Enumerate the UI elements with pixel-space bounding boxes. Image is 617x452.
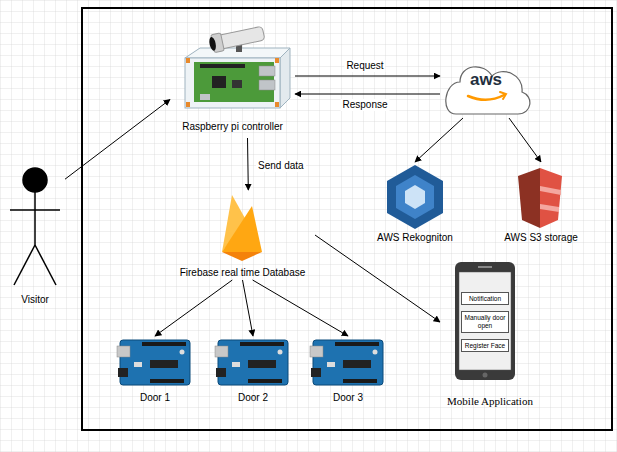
button-label: Notification <box>468 294 502 304</box>
edge-label: Send data <box>256 160 306 172</box>
rekognition-icon <box>387 165 443 229</box>
node-label: Raspberry pi controller <box>182 120 283 133</box>
arduino-board <box>117 340 190 385</box>
node-label: Firebase real time Database <box>180 266 306 279</box>
door-controller: Door 1 <box>112 336 198 408</box>
button-label: Register Face <box>464 341 506 351</box>
controller: Raspberry pi controller <box>170 28 295 138</box>
app-button: Notification <box>461 292 509 305</box>
cloud-service: aws <box>440 58 532 118</box>
cloud-service: AWS Rekogniton <box>368 162 462 248</box>
button-label: Manually door open <box>462 313 508 331</box>
connector <box>65 100 170 180</box>
connector <box>295 94 440 95</box>
raspberry-pi-picture <box>185 24 290 108</box>
connector <box>315 235 440 322</box>
node-label: AWS Rekogniton <box>377 231 453 244</box>
connector <box>243 280 254 336</box>
connector <box>415 118 463 162</box>
node-label: Door 1 <box>140 391 170 404</box>
node-label: Visitor <box>21 293 49 306</box>
stick-figure <box>10 168 60 285</box>
phone-picture <box>455 262 515 380</box>
connector <box>247 138 249 190</box>
app-button: Manually door open <box>461 311 509 333</box>
cloud-shape <box>446 67 530 114</box>
edge-label: Response <box>340 99 389 111</box>
app-button: Register Face <box>461 339 509 352</box>
node-label: AWS S3 storage <box>504 231 578 244</box>
mobile-app: Mobile Application NotificationManually d… <box>440 262 540 412</box>
database: Firebase real time Database <box>170 190 315 280</box>
s3-icon <box>518 168 562 228</box>
arduino-board <box>215 340 288 385</box>
actor: Visitor <box>5 165 65 307</box>
storage-service: AWS S3 storage <box>492 162 590 248</box>
node-label: Door 3 <box>333 391 363 404</box>
connector <box>295 76 440 77</box>
node-label: Mobile Application <box>447 394 533 408</box>
connector <box>509 118 541 162</box>
arduino-board <box>310 340 383 385</box>
firebase-icon <box>222 195 262 261</box>
door-controller: Door 2 <box>210 336 296 408</box>
node-label: Door 2 <box>238 391 268 404</box>
edge-label: Request <box>344 60 385 72</box>
node-label: aws <box>470 70 502 90</box>
door-controller: Door 3 <box>305 336 391 408</box>
connector <box>155 280 232 336</box>
connector <box>253 280 348 336</box>
